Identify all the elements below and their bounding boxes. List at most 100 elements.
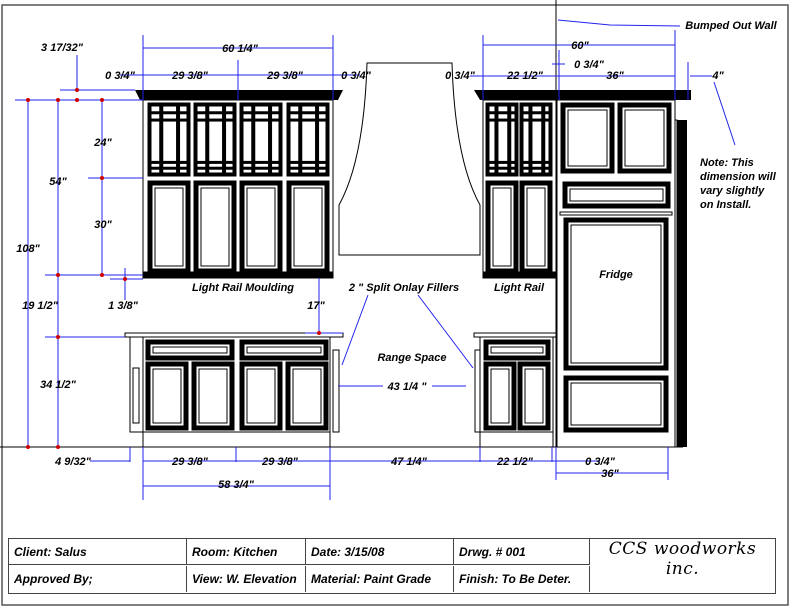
dim-ul-cab1: 29 3/8" xyxy=(171,70,209,82)
muntin xyxy=(522,160,550,164)
dim-b-total: 58 3/4" xyxy=(218,479,255,491)
muntin xyxy=(150,118,188,122)
door-raised-panel xyxy=(492,187,512,267)
muntin xyxy=(242,166,280,170)
dimension-arrow xyxy=(123,277,127,281)
door-raised-panel xyxy=(490,368,510,424)
fridge-side-panel xyxy=(677,120,687,447)
door-raised-panel xyxy=(293,187,323,267)
dim-ur-fill-left: 0 3/4" xyxy=(445,70,475,82)
view-field: View: W. Elevation xyxy=(187,566,306,592)
door-raised-panel xyxy=(246,368,276,424)
dim-34-1-2: 34 1/2" xyxy=(40,379,77,391)
cabinets xyxy=(129,99,676,448)
finish-field: Finish: To Be Deter. xyxy=(454,566,590,592)
dim-top-offset: 3 17/32" xyxy=(41,42,84,54)
light-rail-moulding xyxy=(142,271,334,279)
split-onlay-filler-left xyxy=(332,349,340,433)
muntin xyxy=(507,105,512,174)
company-logo: CCS woodworks inc. xyxy=(608,539,757,579)
dim-17: 17" xyxy=(307,300,325,312)
muntin xyxy=(289,111,327,115)
dim-ur-side: 4" xyxy=(711,70,724,82)
dim-b-cab1: 29 3/8" xyxy=(171,456,209,468)
dimension-lines xyxy=(15,19,736,500)
range-space-label: Range Space xyxy=(377,352,446,364)
dim-b-cab2: 29 3/8" xyxy=(261,456,299,468)
date-field: Date: 3/15/08 xyxy=(306,539,454,565)
dim-ur-wall-fill: 0 3/4" xyxy=(574,59,604,71)
fridge-trim xyxy=(559,211,673,216)
muntin xyxy=(289,166,327,170)
door-raised-panel xyxy=(624,109,665,167)
dim-b-fill: 0 3/4" xyxy=(585,456,615,468)
door-raised-panel xyxy=(570,382,662,426)
muntin xyxy=(176,105,181,174)
dim-upper-left-width: 60 1/4" xyxy=(222,43,259,55)
end-panel-inset xyxy=(132,367,140,424)
door-raised-panel xyxy=(246,187,276,267)
muntin xyxy=(251,105,256,174)
door-raised-panel xyxy=(569,188,664,202)
light-rail xyxy=(482,271,557,279)
sheet-border xyxy=(1,4,789,606)
dim-ur-cab: 22 1/2" xyxy=(506,70,544,82)
door-raised-panel xyxy=(567,109,608,167)
side-panel-edge xyxy=(674,119,678,448)
note-line-1: Note: This xyxy=(700,157,754,169)
muntin xyxy=(289,118,327,122)
muntin xyxy=(222,105,227,174)
muntin xyxy=(488,111,516,115)
muntin xyxy=(205,105,210,174)
muntin xyxy=(541,105,546,174)
dimension-arrow xyxy=(56,335,60,339)
muntin xyxy=(522,111,550,115)
crown-moulding-right xyxy=(474,90,691,100)
dimension-arrow xyxy=(75,88,79,92)
dimension-arrow xyxy=(56,273,60,277)
countertop-right xyxy=(473,332,557,338)
dimension-arrow xyxy=(56,445,60,449)
material-field: Material: Paint Grade xyxy=(306,566,454,592)
muntin xyxy=(150,111,188,115)
muntin xyxy=(268,105,273,174)
door-raised-panel xyxy=(524,368,544,424)
muntin xyxy=(196,118,234,122)
dim-ul-cab2: 29 3/8" xyxy=(266,70,304,82)
door-raised-panel xyxy=(490,346,544,354)
note-line-2: dimension will xyxy=(700,171,777,183)
countertop-left xyxy=(124,332,344,338)
muntin xyxy=(528,105,533,174)
muntin xyxy=(159,105,164,174)
split-onlay-filler-right xyxy=(474,349,481,433)
dimension-arrow xyxy=(56,98,60,102)
door-raised-panel xyxy=(200,187,230,267)
room-field: Room: Kitchen xyxy=(187,539,306,565)
door-raised-panel xyxy=(154,187,184,267)
muntin xyxy=(289,160,327,164)
door-raised-panel xyxy=(246,346,322,354)
note-line-4: on Install. xyxy=(700,199,751,211)
muntin xyxy=(242,111,280,115)
dim-54: 54" xyxy=(49,176,67,188)
muntin xyxy=(150,160,188,164)
door-raised-panel xyxy=(152,346,228,354)
muntin xyxy=(298,105,303,174)
toe-kick-left xyxy=(142,431,331,448)
muntin xyxy=(522,118,550,122)
dimension-arrow xyxy=(317,331,321,335)
muntin xyxy=(494,105,499,174)
door-raised-panel xyxy=(198,368,228,424)
door-raised-panel xyxy=(526,187,546,267)
muntin xyxy=(242,118,280,122)
dimension-arrow xyxy=(100,273,104,277)
dim-24: 24" xyxy=(93,137,112,149)
muntin xyxy=(488,118,516,122)
dim-30: 30" xyxy=(94,219,112,231)
muntin xyxy=(488,160,516,164)
dim-b-fridge: 36" xyxy=(601,468,619,480)
dim-108: 108" xyxy=(16,243,40,255)
bumped-out-wall-label: Bumped Out Wall xyxy=(685,20,777,32)
crown-moulding-left xyxy=(135,90,343,100)
